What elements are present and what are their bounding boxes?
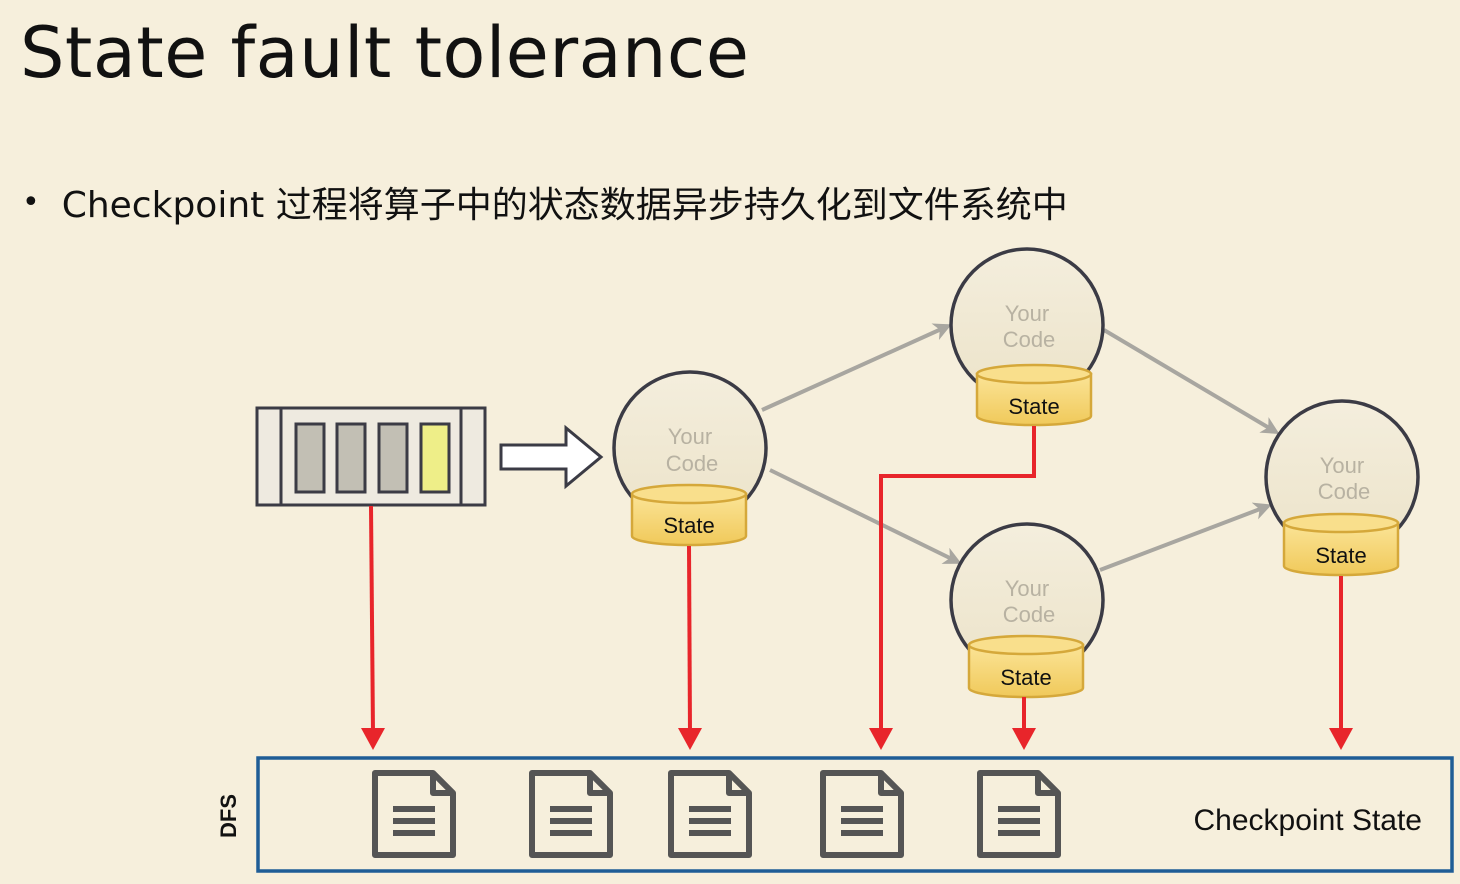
document-icon [529,770,613,858]
operator-node-4: Your Code State [1264,399,1420,577]
node-2-state-cylinder: State [975,363,1093,427]
queue-slot [335,422,367,494]
operator-node-3: Your Code State [949,522,1105,699]
flow-arrow-2-4 [1102,328,1280,435]
checkpoint-arrow-node-2 [879,426,1036,734]
node-1-state-label: State [663,513,714,538]
node-2-state-label: State [1008,394,1059,419]
checkpoint-arrowhead [678,728,702,750]
queue-slot [377,422,409,494]
node-2-line1: Your [1005,301,1049,326]
document-icon [372,770,456,858]
operator-node-2: Your Code State [949,247,1105,427]
node-3-line1: Your [1005,576,1049,601]
checkpoint-arrow-node-1 [687,545,692,735]
flow-arrow-1-3 [769,468,962,564]
document-icon [977,770,1061,858]
bullet-item: • Checkpoint 过程将算子中的状态数据异步持久化到文件系统中 [22,176,1068,228]
node-4-line1: Your [1320,453,1364,478]
checkpoint-arrowhead [869,728,893,750]
source-queue [255,406,487,507]
node-1-line1: Your [668,424,712,449]
page-title: State fault tolerance [20,12,750,94]
document-icon [820,770,904,858]
bullet-dot: • [22,184,40,220]
node-4-line2: Code [1318,479,1371,504]
node-2-line2: Code [1003,327,1056,352]
node-4-state-cylinder: State [1282,512,1400,577]
document-icon [668,770,752,858]
operator-node-1: Your Code State [612,370,768,547]
queue-slot-active [419,422,451,494]
dfs-label: DFS [216,794,241,838]
hollow-arrow [499,424,604,490]
node-1-state-cylinder: State [630,483,748,547]
flow-arrow-1-2 [761,323,952,412]
queue-slot [294,422,326,494]
node-4-state-label: State [1315,543,1366,568]
checkpoint-state-label: Checkpoint State [1194,804,1422,837]
node-3-line2: Code [1003,602,1056,627]
checkpoint-arrow-source [369,505,375,735]
node-3-state-cylinder: State [967,634,1085,699]
node-3-state-label: State [1000,665,1051,690]
node-1-line2: Code [666,451,719,476]
bullet-text: Checkpoint 过程将算子中的状态数据异步持久化到文件系统中 [61,185,1068,226]
checkpoint-arrowhead [1329,728,1353,750]
checkpoint-arrowhead [1012,728,1036,750]
flow-arrow-3-4 [1099,502,1272,572]
dfs-storage-box [256,756,1454,873]
checkpoint-arrowhead [361,728,385,750]
